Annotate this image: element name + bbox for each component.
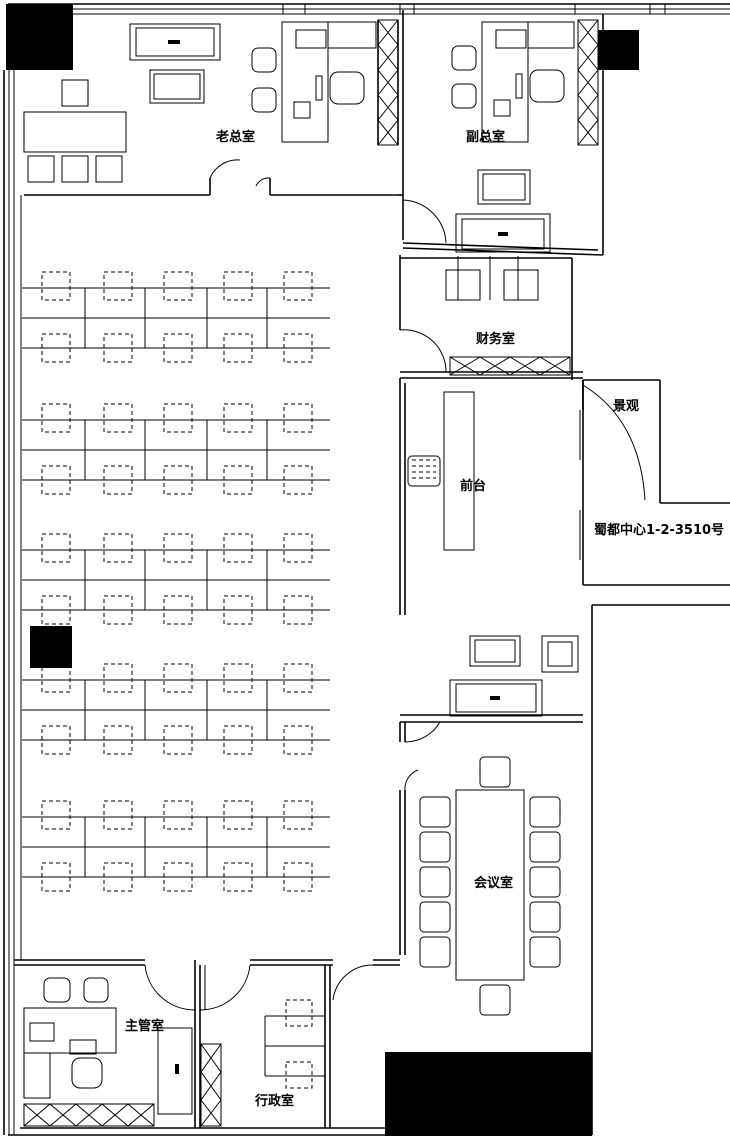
open-office-workstations bbox=[22, 271, 330, 892]
finance-room-furniture bbox=[445, 256, 571, 376]
workstation-block-3 bbox=[22, 533, 330, 625]
label-deputy-office: 副总室 bbox=[466, 129, 505, 145]
workstation-block-5 bbox=[22, 800, 330, 892]
admin-office-furniture bbox=[264, 999, 325, 1089]
label-reception: 前台 bbox=[460, 478, 486, 494]
meeting-chairs bbox=[419, 756, 561, 1016]
label-address: 蜀都中心1-2-3510号 bbox=[594, 522, 724, 538]
meeting-room-furniture bbox=[419, 756, 561, 1016]
workstation-block-1 bbox=[22, 271, 330, 363]
workstation-block-4 bbox=[22, 663, 330, 755]
supervisor-office-furniture bbox=[23, 977, 222, 1127]
room-labels: 老总室 副总室 财务室 景观 前台 蜀都中心1-2-3510号 会议室 主管室 … bbox=[125, 129, 724, 1109]
label-view: 景观 bbox=[613, 399, 639, 414]
reception-furniture bbox=[407, 391, 581, 717]
workstation-block-2 bbox=[22, 403, 330, 495]
structural-columns bbox=[6, 4, 639, 1136]
label-finance-office: 财务室 bbox=[476, 331, 515, 347]
interior-walls bbox=[14, 10, 604, 1128]
label-admin-office: 行政室 bbox=[254, 1093, 294, 1109]
label-ceo-office: 老总室 bbox=[215, 129, 255, 145]
deputy-office-furniture bbox=[451, 19, 599, 253]
doors bbox=[144, 159, 646, 1011]
label-supervisor-office: 主管室 bbox=[125, 1018, 164, 1034]
ceo-office-furniture bbox=[23, 19, 399, 183]
outer-walls bbox=[3, 3, 730, 1136]
label-meeting-room: 会议室 bbox=[474, 875, 513, 891]
